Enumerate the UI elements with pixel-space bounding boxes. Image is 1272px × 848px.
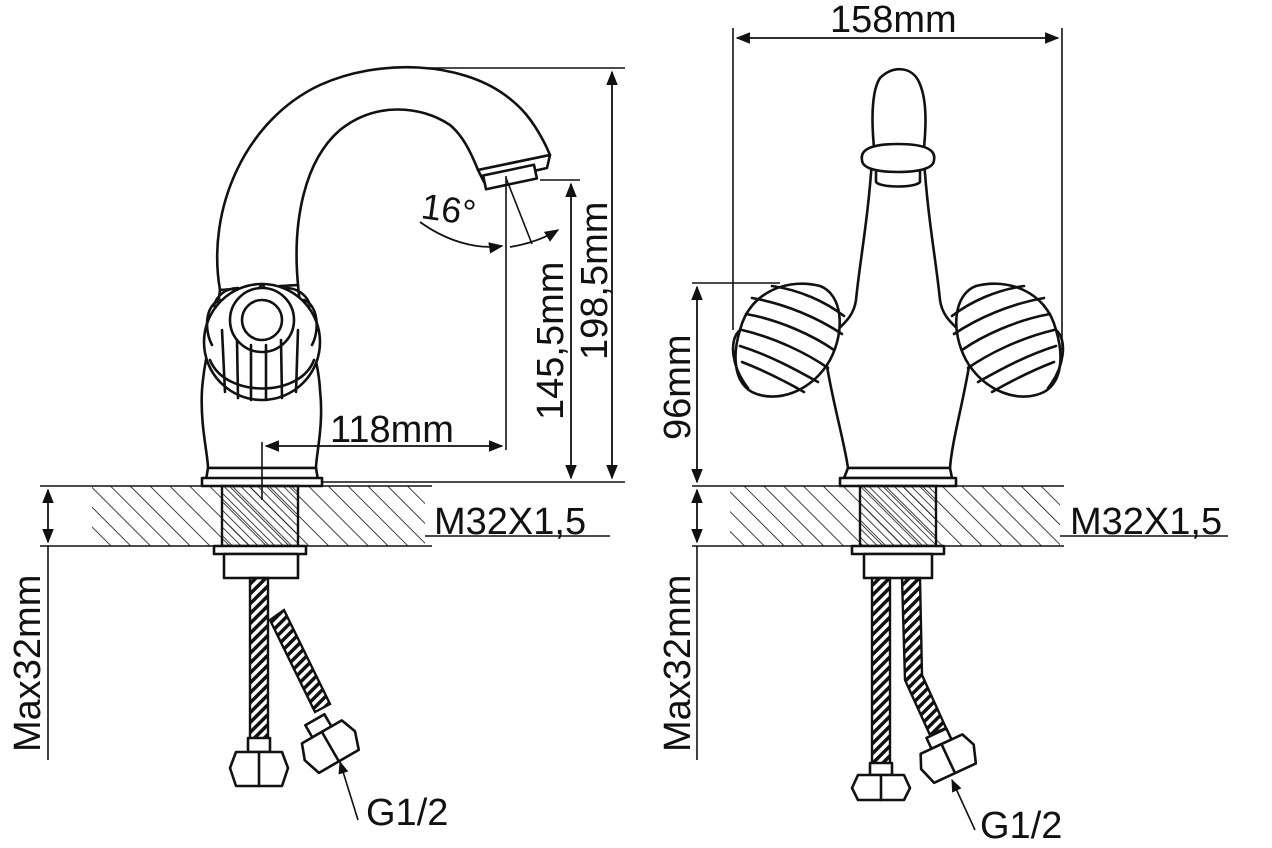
threaded-shank-front	[850, 484, 946, 580]
dim-max-thickness-front: Max32mm	[657, 575, 699, 752]
dim-angle: 16°	[419, 185, 479, 233]
dim-total-height: 198,5mm	[574, 202, 616, 360]
dim-reach: 118mm	[330, 409, 454, 451]
front-view: 158mm 96mm M32X1,5 Max32mm G1/2	[657, 0, 1228, 847]
dim-handle-height: 96mm	[657, 334, 699, 440]
dim-thread-front: M32X1,5	[1070, 501, 1222, 543]
supply-hoses-front	[850, 576, 978, 802]
handle-right-front	[950, 282, 1065, 398]
faucet-body-front	[823, 67, 973, 488]
dim-thread-side: M32X1,5	[434, 501, 586, 543]
side-view: 118mm 145,5mm 198,5mm 16° M32X1,5 Max32m…	[7, 65, 625, 834]
supply-hoses-side	[228, 576, 361, 788]
dim-spout-height: 145,5mm	[530, 262, 572, 420]
threaded-shank-side	[212, 484, 308, 580]
dimension-lines-front	[691, 28, 1228, 831]
dim-width: 158mm	[830, 0, 957, 41]
dimension-lines-side	[42, 67, 625, 821]
handle-rosette-side	[202, 282, 322, 402]
handle-left-front	[731, 282, 846, 398]
connector-label-side: G1/2	[366, 792, 448, 834]
connector-label-front: G1/2	[980, 805, 1062, 847]
dim-max-thickness-side: Max32mm	[7, 575, 49, 752]
